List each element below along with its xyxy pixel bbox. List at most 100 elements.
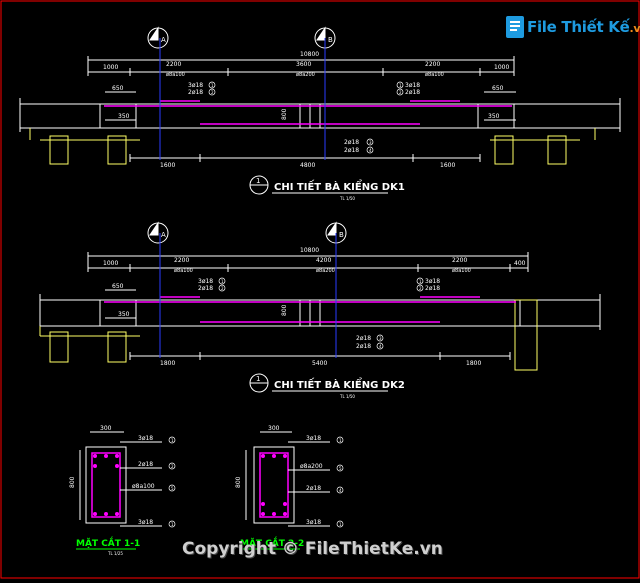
dk2-scale: TL 1/50 [339,394,355,399]
mark-label: 1 [171,522,174,527]
dk1-bottom-dim: 4800 [300,162,315,169]
dk1-dim: 1000 [103,64,118,71]
sec1-label: 2ø18 [138,461,153,468]
axis-marker-left-dk1: A [147,26,169,49]
dk1-small-dim: 650 [112,85,124,92]
rebars-dk1 [104,38,512,160]
dk2-dim: 1000 [103,260,118,267]
mark-label: 3 [379,336,382,341]
dk1-bottom-dim: 1600 [160,162,175,169]
dk2-dim: 2200 [174,257,189,264]
dk1-annotations: 10800 1000 2200 3600 2200 1000 ø8a100 ø8… [103,51,509,169]
dk1-small-dim: 650 [492,85,504,92]
brand-suffix: .vn [629,22,640,35]
dk1-small-dim: 350 [118,113,130,120]
axis-label: B [328,36,333,44]
axis-label: B [339,231,344,239]
dk2-bar: 3ø18 [425,278,440,285]
mark-label: 4 [369,148,372,153]
sec1-width: 300 [100,425,112,432]
beam-dk1: A B [19,26,621,165]
brand-main: File Thiết Kế [527,18,630,36]
dk2-title: CHI TIẾT BÀ KIỂNG DK2 [274,376,405,391]
sec1-height: 800 [69,476,76,488]
sec1-scale: TL 1/25 [107,551,123,556]
dk1-bar: 2ø18 [188,89,203,96]
dk2-dim: 2200 [452,257,467,264]
dk1-marks [208,81,404,154]
sec2-label: 3ø18 [306,435,321,442]
dk2-bar: 2ø18 [425,285,440,292]
dk2-total: 10800 [300,247,319,254]
brand-name: File Thiết Kế.vn [527,18,640,36]
dk1-dim: 1000 [494,64,509,71]
mark-label: 4 [339,488,342,493]
file-icon [506,16,524,38]
mark-label: 2 [221,286,224,291]
mark-label: 1 [211,83,214,88]
mark-label: 1 [221,279,224,284]
section-number: 1 [256,177,260,185]
dk1-bar: 2ø18 [344,139,359,146]
dk1-dim: 2200 [425,61,440,68]
mark-label: 2 [399,90,402,95]
axis-label: A [161,231,166,239]
dk1-bar: 2ø18 [344,147,359,154]
dk2-bottom-dim: 1800 [466,360,481,367]
mark-label: 1 [339,438,342,443]
mark-label: 1 [171,438,174,443]
section-number: 1 [256,375,260,383]
dk2-stirrup: ø8a100 [452,268,471,274]
mark-label: 1 [399,83,402,88]
sec2-label: 2ø18 [306,485,321,492]
dk1-bar: 3ø18 [188,82,203,89]
copyright-watermark: Copyright © FileThietKe.vn [182,539,443,559]
sec2-title: MẶT CẮT 2-2 [240,536,304,549]
sec1-label: 3ø18 [138,435,153,442]
mark-label: 1 [419,279,422,284]
dk2-stirrup: ø8a200 [316,268,335,274]
sec1-label: ø8a100 [132,483,155,490]
mark-label: 4 [379,344,382,349]
dk2-bar: 2ø18 [198,285,213,292]
dk2-bottom-dim: 1800 [160,360,175,367]
dk1-small-dim: 350 [488,113,500,120]
mark-label: 1 [339,522,342,527]
dk2-marks [218,277,424,350]
dk1-dim: 2200 [166,61,181,68]
dk2-dim: 400 [514,260,526,267]
dk2-stirrup: ø8a100 [174,268,193,274]
dk1-bar: 3ø18 [405,82,420,89]
dk2-bar: 2ø18 [356,343,371,350]
section-1-1: 300 800 3ø18 2ø18 ø8a100 3ø18 1 2 5 1 MẶ… [69,425,176,556]
dk2-annotations: 10800 1000 2200 4200 2200 400 ø8a100 ø8a… [103,247,526,367]
dk1-height: 800 [281,108,288,120]
mark-label: 5 [339,466,342,471]
brand-logo[interactable]: File Thiết Kế.vn [503,14,640,42]
dk1-stirrup: ø8a100 [425,72,444,78]
dk1-bottom-dim: 1600 [440,162,455,169]
sec2-label: ø8a200 [300,463,323,470]
dk1-title-block: 1 CHI TIẾT BÀ KIỂNG DK1 TL 1/50 [249,175,405,201]
axis-label: A [161,36,166,44]
mark-label: 2 [211,90,214,95]
sec2-height: 800 [235,476,242,488]
dk2-title-block: 1 CHI TIẾT BÀ KIỂNG DK2 TL 1/50 [249,373,405,399]
dk1-dim: 3600 [296,61,311,68]
dk2-height: 800 [281,304,288,316]
dk1-stirrup: ø8a200 [296,72,315,78]
rebars-dk2 [104,233,516,358]
sec2-label: 3ø18 [306,519,321,526]
beam-dk2: A B [39,221,601,371]
dk1-bar: 2ø18 [405,89,420,96]
mark-label: 2 [419,286,422,291]
dk2-bar: 3ø18 [198,278,213,285]
dk2-small-dim: 350 [118,311,130,318]
dk2-bottom-dim: 5400 [312,360,327,367]
dk1-total: 10800 [300,51,319,58]
mark-label: 3 [369,140,372,145]
dk2-bar: 2ø18 [356,335,371,342]
sec2-width: 300 [268,425,280,432]
